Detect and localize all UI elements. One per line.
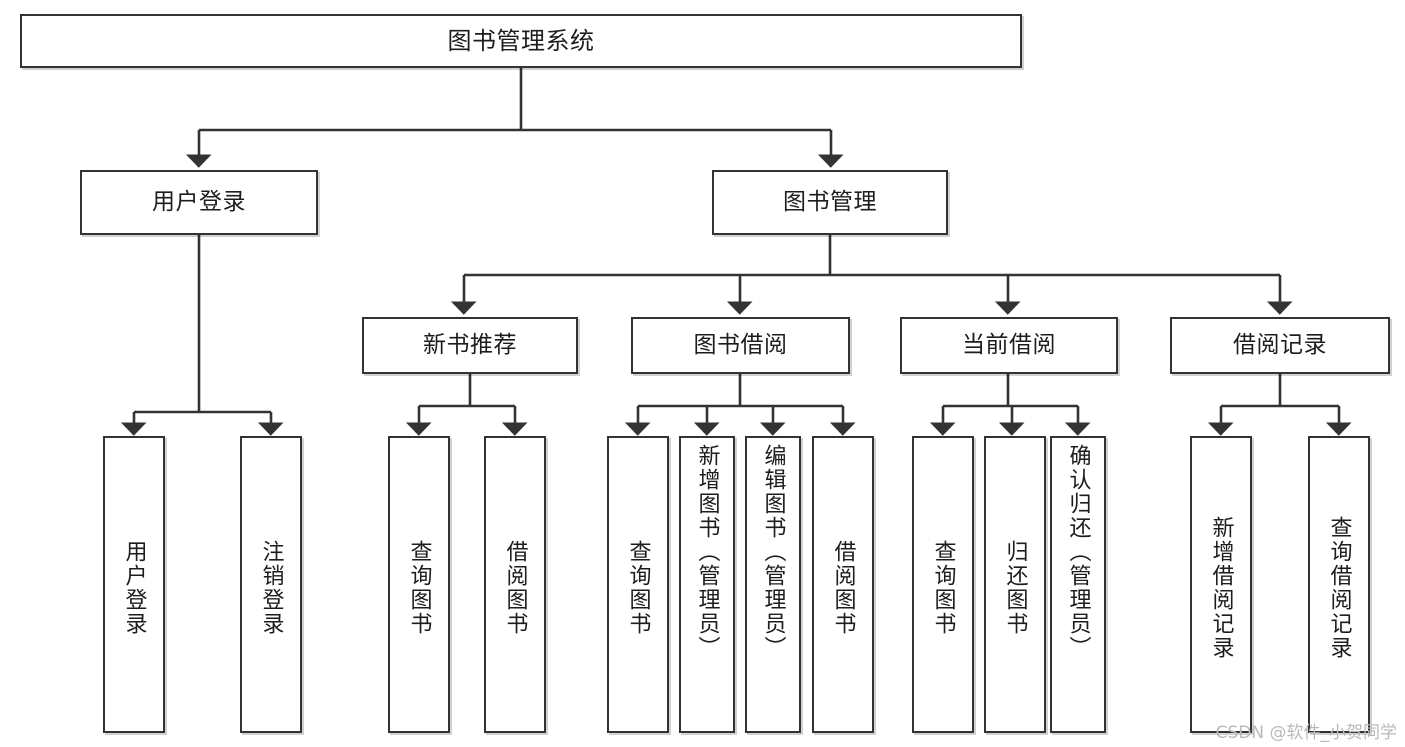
node-leaf-query-book-rec-label: 查询图书 (406, 539, 432, 636)
node-root[interactable]: 图书管理系统 (20, 14, 1022, 68)
node-leaf-query-book-cur-label: 查询图书 (930, 539, 956, 636)
node-leaf-return-book[interactable]: 归还图书 (984, 436, 1046, 733)
node-leaf-add-borrow-record-label: 新增借阅记录 (1208, 515, 1234, 660)
node-leaf-borrow-book-label: 借阅图书 (830, 539, 856, 636)
node-leaf-query-borrow-record[interactable]: 查询借阅记录 (1308, 436, 1370, 733)
node-leaf-query-book-rec[interactable]: 查询图书 (388, 436, 450, 733)
node-leaf-user-login[interactable]: 用户登录 (103, 436, 165, 733)
node-current-borrow[interactable]: 当前借阅 (900, 317, 1118, 374)
node-leaf-confirm-return-admin[interactable]: 确认归还（管理员） (1050, 436, 1106, 733)
node-borrow-record[interactable]: 借阅记录 (1170, 317, 1390, 374)
node-leaf-query-book-borrow[interactable]: 查询图书 (607, 436, 669, 733)
node-leaf-edit-book-admin-label: 编辑图书（管理员） (760, 444, 786, 660)
node-leaf-add-borrow-record[interactable]: 新增借阅记录 (1190, 436, 1252, 733)
node-user-login[interactable]: 用户登录 (80, 170, 318, 235)
node-leaf-add-book-admin[interactable]: 新增图书（管理员） (679, 436, 735, 733)
node-book-borrow-label: 图书借阅 (693, 331, 788, 358)
node-borrow-record-label: 借阅记录 (1233, 331, 1327, 358)
node-book-manage-label: 图书管理 (783, 188, 877, 215)
node-user-login-label: 用户登录 (152, 188, 246, 215)
node-leaf-user-logout-label: 注销登录 (258, 539, 284, 636)
node-new-book-recommend-label: 新书推荐 (423, 331, 517, 358)
node-leaf-user-logout[interactable]: 注销登录 (240, 436, 302, 733)
node-leaf-edit-book-admin[interactable]: 编辑图书（管理员） (745, 436, 801, 733)
node-leaf-query-book-borrow-label: 查询图书 (625, 539, 651, 636)
watermark-text: CSDN @软件_小贺同学 (1215, 723, 1397, 743)
node-leaf-borrow-book-rec-label: 借阅图书 (502, 539, 528, 636)
node-leaf-add-book-admin-label: 新增图书（管理员） (694, 444, 720, 660)
node-leaf-borrow-book-rec[interactable]: 借阅图书 (484, 436, 546, 733)
node-leaf-user-login-label: 用户登录 (121, 539, 147, 636)
node-leaf-return-book-label: 归还图书 (1002, 539, 1028, 636)
node-leaf-confirm-return-admin-label: 确认归还（管理员） (1065, 444, 1091, 660)
node-root-label: 图书管理系统 (447, 26, 595, 55)
node-book-manage[interactable]: 图书管理 (712, 170, 948, 235)
node-leaf-query-borrow-record-label: 查询借阅记录 (1326, 515, 1352, 660)
node-new-book-recommend[interactable]: 新书推荐 (362, 317, 578, 374)
node-leaf-query-book-cur[interactable]: 查询图书 (912, 436, 974, 733)
node-leaf-borrow-book[interactable]: 借阅图书 (812, 436, 874, 733)
node-current-borrow-label: 当前借阅 (962, 331, 1056, 358)
node-book-borrow[interactable]: 图书借阅 (631, 317, 850, 374)
